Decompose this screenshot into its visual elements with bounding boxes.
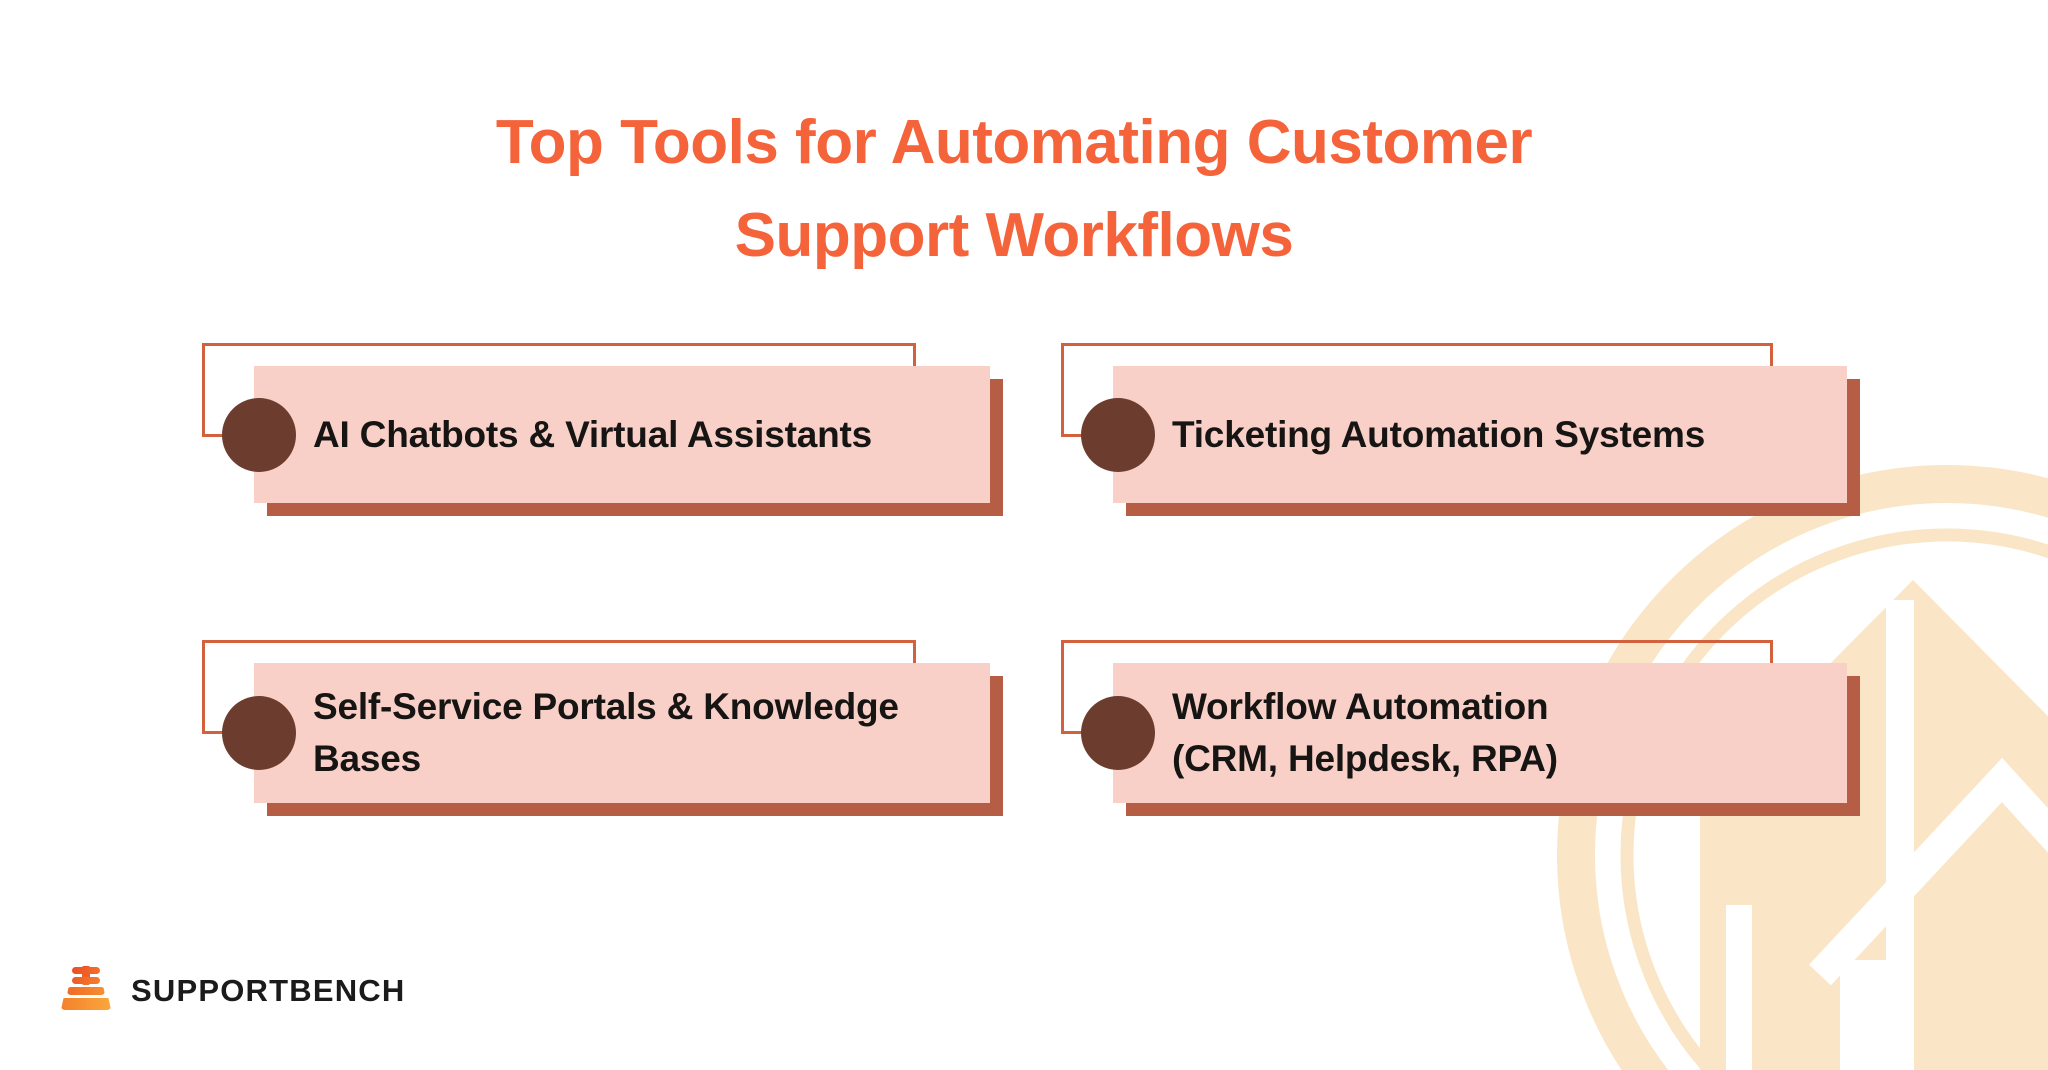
card-box: Ticketing Automation Systems (1113, 366, 1847, 503)
logo-bar (82, 966, 90, 985)
page-title: Top Tools for Automating Customer Suppor… (0, 96, 2028, 282)
page-title-line2: Support Workflows (734, 201, 1294, 270)
logo-bar (72, 977, 100, 984)
page-title-line1: Top Tools for Automating Customer (495, 108, 1533, 177)
card-label: AI Chatbots & Virtual Assistants (313, 413, 872, 455)
logo-bar (61, 998, 111, 1010)
filled-circle-marker-icon (1081, 397, 1155, 472)
logo-bar (72, 967, 100, 974)
filled-circle-marker-icon (222, 696, 296, 770)
card-label: Self-Service Portals & Knowledge (313, 686, 899, 727)
logo-bar (67, 987, 105, 995)
card-label-line2: Bases (313, 738, 422, 779)
footer-brand: SUPPORTBENCH (61, 962, 405, 1020)
card-box: Workflow Automation (CRM, Helpdesk, RPA) (1113, 663, 1847, 803)
card-label-line2: (CRM, Helpdesk, RPA) (1172, 738, 1558, 779)
card-label: Workflow Automation (1172, 686, 1549, 727)
supportbench-logo-icon (61, 966, 111, 1016)
card-box: AI Chatbots & Virtual Assistants (254, 366, 990, 503)
filled-circle-marker-icon (1081, 696, 1155, 770)
brand-name: SUPPORTBENCH (131, 973, 406, 1008)
card-label: Ticketing Automation Systems (1172, 413, 1706, 455)
card-box: Self-Service Portals & Knowledge Bases (254, 663, 990, 803)
filled-circle-marker-icon (222, 397, 296, 472)
